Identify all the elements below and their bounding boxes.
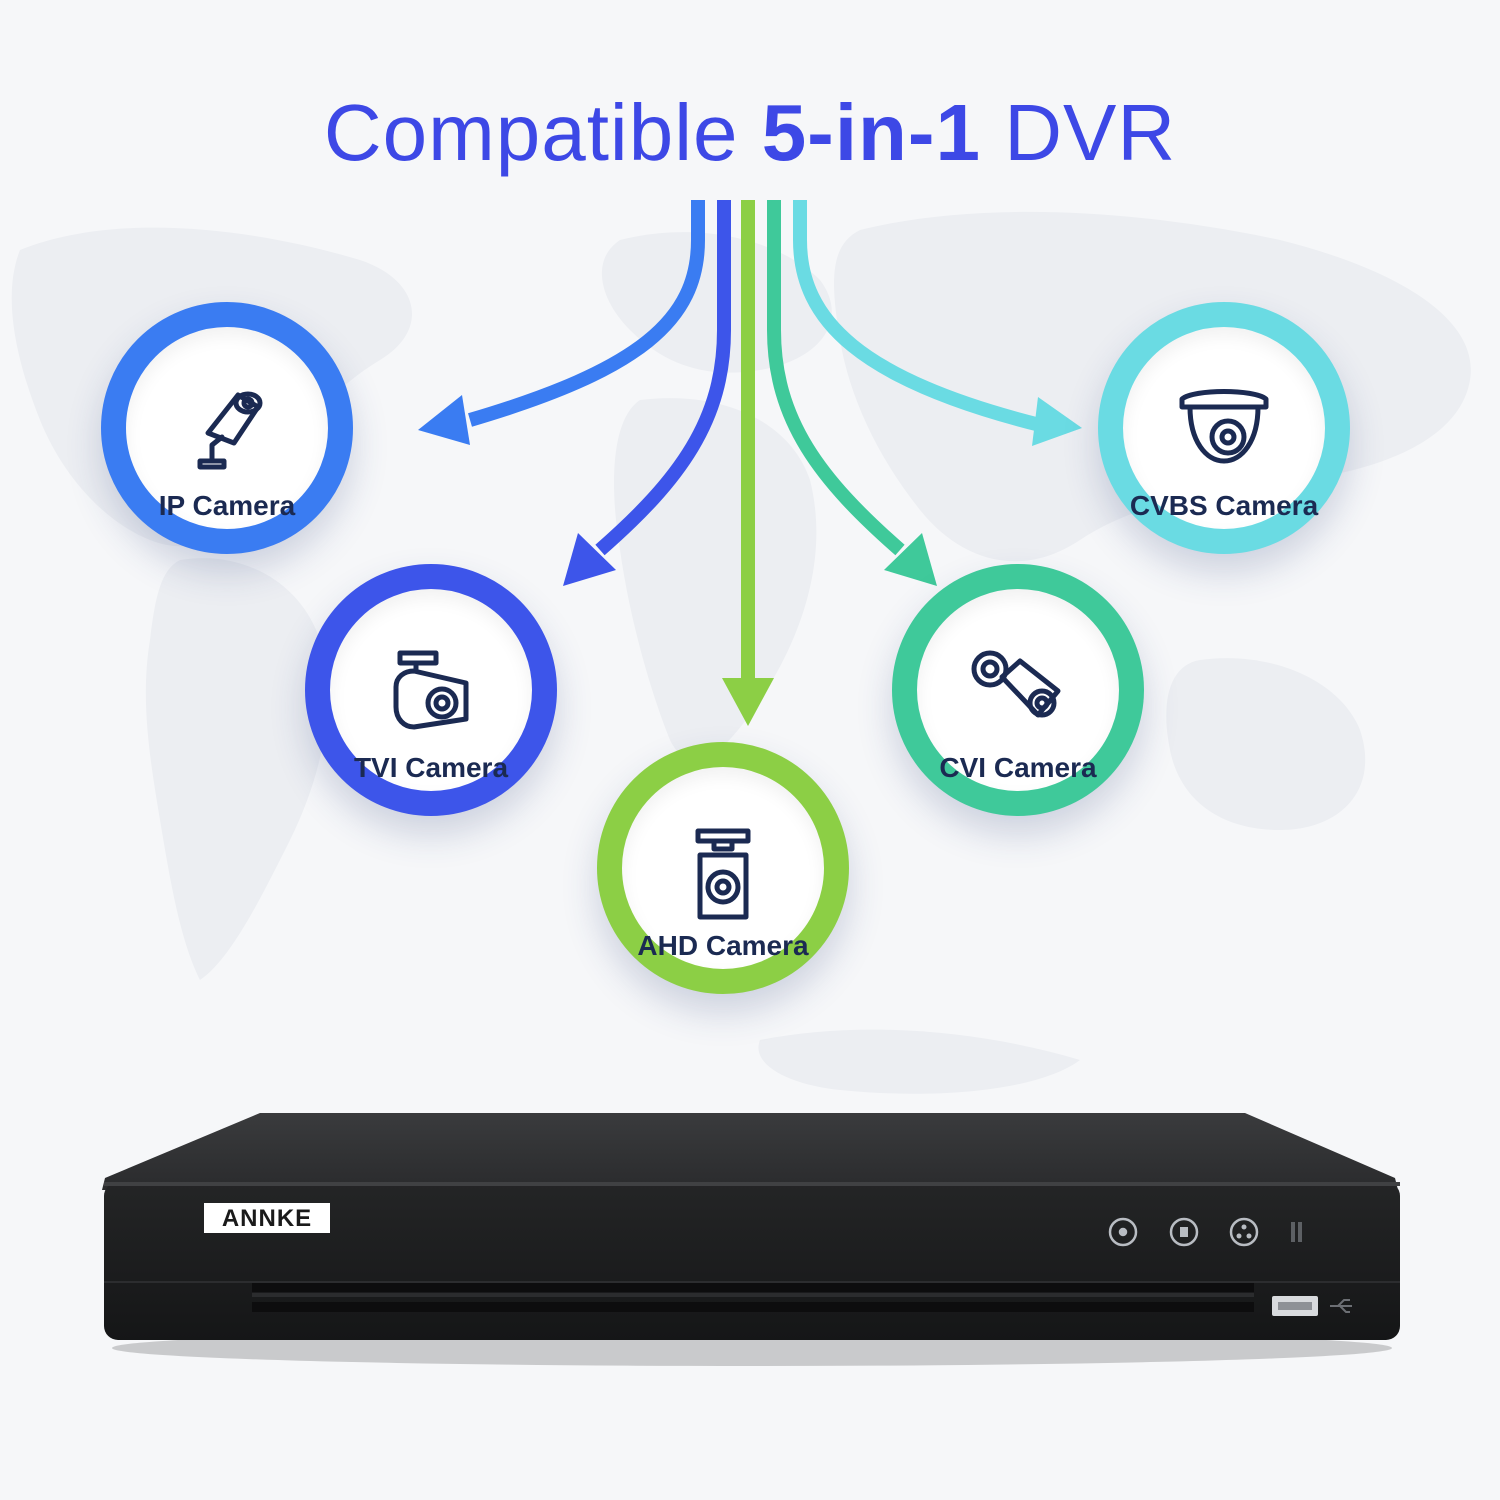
cvbs-camera-label: CVBS Camera bbox=[1129, 490, 1319, 521]
ahd-camera-label: AHD Camera bbox=[637, 930, 809, 961]
power-led-icon bbox=[1108, 1217, 1138, 1247]
connector-cvi bbox=[767, 200, 905, 556]
bullet-camera-side-icon bbox=[393, 650, 469, 730]
dvr-status-leds bbox=[1108, 1217, 1259, 1247]
connector-ip bbox=[468, 200, 705, 427]
arrowhead-tvi bbox=[563, 533, 616, 586]
bullet-camera-angled-icon bbox=[971, 650, 1061, 718]
connector-cvbs bbox=[793, 200, 1042, 432]
bullet-camera-wall-mount-icon bbox=[197, 391, 263, 470]
headline-text-suffix: DVR bbox=[981, 88, 1177, 177]
arrowhead-ip bbox=[418, 395, 470, 445]
dome-camera-icon bbox=[1179, 389, 1269, 464]
annke-logo-box bbox=[204, 1203, 330, 1233]
dvr-front-panel bbox=[104, 1182, 1400, 1340]
network-led-icon bbox=[1229, 1217, 1259, 1247]
ir-receiver-icon bbox=[1291, 1222, 1302, 1242]
tvi-camera-label: TVI Camera bbox=[353, 752, 509, 783]
ip-camera-label: IP Camera bbox=[158, 490, 296, 521]
cvi-camera-label: CVI Camera bbox=[939, 752, 1097, 783]
dvr-top-surface bbox=[102, 1113, 1398, 1190]
headline: Compatible 5-in-1 DVR bbox=[0, 88, 1500, 178]
dvr-front-edge bbox=[104, 1182, 1400, 1186]
headline-text-bold: 5-in-1 bbox=[761, 88, 982, 177]
headline-text-regular: Compatible bbox=[323, 88, 762, 177]
record-led-icon bbox=[1169, 1217, 1199, 1247]
cvi-camera-circle: CVI Camera bbox=[892, 564, 1144, 816]
arrowhead-cvbs bbox=[1032, 397, 1082, 446]
bullet-camera-front-icon bbox=[695, 828, 751, 920]
annke-logo-text: ANNKE bbox=[222, 1205, 312, 1232]
arrowhead-cvi bbox=[884, 533, 937, 586]
connector-tvi bbox=[595, 200, 731, 556]
usb-symbol-icon bbox=[1330, 1299, 1352, 1313]
arrowhead-ahd bbox=[722, 678, 774, 726]
